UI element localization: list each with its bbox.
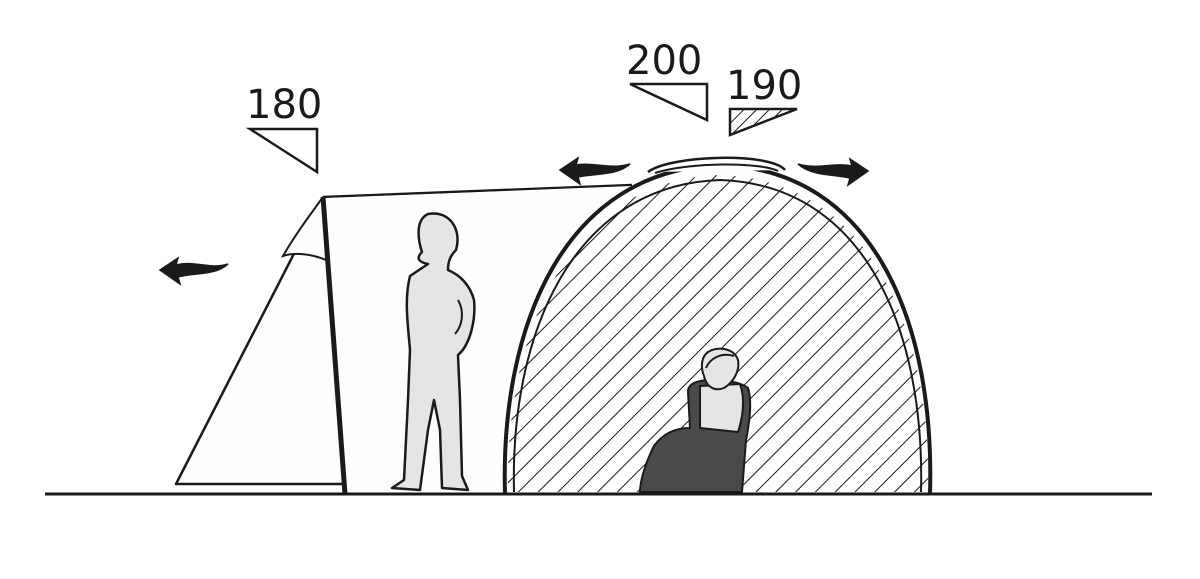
overall-height-marker: 200 — [626, 38, 709, 122]
overall-height-label: 200 — [626, 38, 702, 84]
ventilation-arrow-top-right-icon — [797, 157, 870, 187]
ventilation-arrow-top-left-icon — [558, 156, 631, 186]
bedroom-height-marker: 190 — [726, 63, 802, 137]
standing-person-icon — [390, 212, 476, 492]
front-height-label: 180 — [246, 82, 322, 128]
front-pole — [320, 196, 348, 495]
front-height-marker: 180 — [245, 82, 322, 175]
seated-person-icon — [638, 347, 752, 493]
bedroom-height-label: 190 — [726, 63, 802, 109]
ventilation-arrow-left-icon — [158, 256, 229, 286]
